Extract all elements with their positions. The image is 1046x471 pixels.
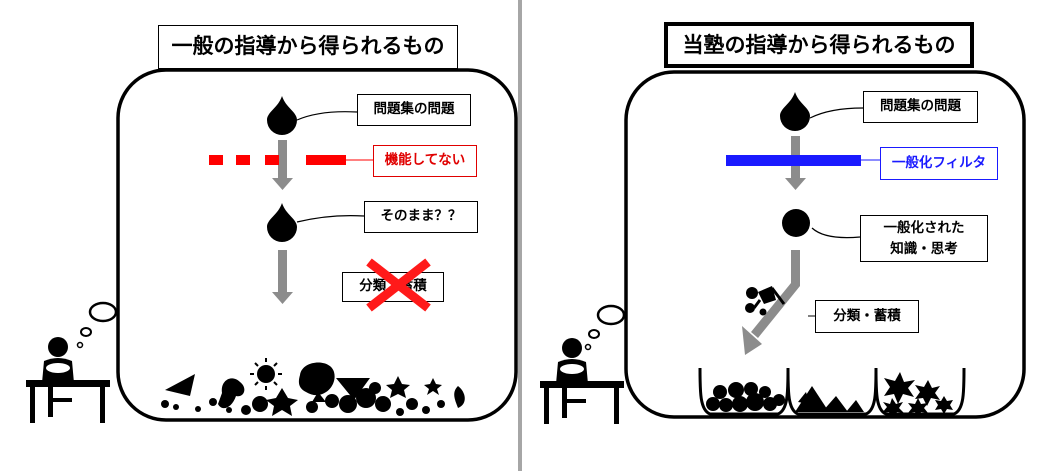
right-classify-label: 分類・蓄積	[815, 300, 919, 333]
left-problem-drop-icon	[267, 96, 297, 135]
right-knowledge-leader-line	[811, 227, 861, 239]
left-arrow-1	[272, 140, 293, 190]
left-not-working-label: 機能してない	[373, 145, 477, 177]
left-panel-title: 一般の指導から得られるもの	[158, 25, 458, 69]
right-bin-circles	[706, 382, 785, 412]
worker-sorting-icon	[745, 286, 786, 316]
right-bent-arrow	[742, 250, 800, 355]
right-person-at-desk-icon	[540, 338, 624, 424]
left-as-is-label: そのまま？？	[364, 201, 478, 233]
left-not-working-text: 機能してない	[384, 152, 466, 168]
right-problem-leader-line	[809, 107, 864, 119]
right-knowledge-label: 一般化された 知識・思考	[860, 215, 988, 262]
right-problem-label: 問題集の問題	[863, 91, 978, 123]
left-problem-leader-line	[296, 111, 358, 121]
right-bin-stars	[882, 372, 953, 418]
right-generalization-filter	[726, 155, 861, 166]
right-filter-label: 一般化フィルタ	[880, 147, 998, 180]
panel-divider	[518, 0, 522, 471]
left-broken-filter	[209, 155, 346, 165]
right-problem-drop-icon	[780, 92, 810, 131]
right-knowledge-circle-icon	[782, 209, 810, 237]
right-panel-title: 当塾の指導から得られるもの	[664, 22, 974, 68]
left-arrow-2	[272, 250, 293, 304]
left-problem-label: 問題集の問題	[357, 94, 471, 126]
left-classify-label: 分類・蓄積	[342, 272, 444, 302]
right-knowledge-line2: 知識・思考	[890, 241, 958, 257]
right-bin-triangles	[795, 386, 864, 412]
right-knowledge-line1: 一般化された	[883, 220, 965, 236]
left-unorganized-pile	[161, 358, 465, 416]
left-person-at-desk-icon	[26, 337, 110, 423]
left-asis-leader-line	[296, 215, 365, 223]
left-unchanged-drop-icon	[267, 203, 297, 242]
